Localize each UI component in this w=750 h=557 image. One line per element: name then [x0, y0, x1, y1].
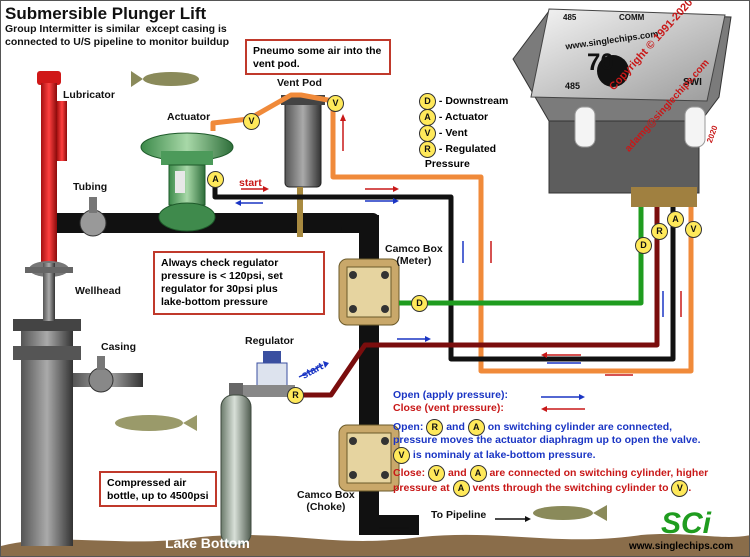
controller-box [512, 8, 732, 207]
actuator-valve [140, 132, 234, 232]
regulated-line-red [293, 207, 660, 398]
fish-decoration-3 [533, 505, 607, 521]
note-close-badge-v2: V [671, 480, 689, 497]
label-to-pipeline: To Pipeline [431, 509, 487, 521]
lubricator-pipe [41, 83, 57, 263]
port-badge-a-actuator: A [207, 171, 224, 188]
legend-badge-d: D [419, 93, 436, 110]
label-wellhead: Wellhead [75, 285, 121, 297]
note-open-and: and [446, 421, 465, 433]
page-title: Submersible Plunger Lift [5, 4, 207, 23]
outlet-pipe [359, 515, 419, 535]
label-lake-bottom: Lake Bottom [165, 535, 250, 551]
casing-flange [13, 346, 81, 360]
arrow-legend-open: Open (apply pressure): [393, 389, 508, 401]
lubricator-cap [37, 71, 61, 85]
note-open-badge-v: V [393, 447, 410, 464]
note-close-badge-a: A [469, 465, 487, 482]
sci-logo: SCi [661, 507, 712, 540]
flow-line-elbow [341, 213, 379, 233]
legend-badge-r: R [419, 141, 436, 158]
arrow-legend-close: Close (vent pressure): [393, 402, 504, 414]
actuator-line-black [212, 175, 676, 362]
compressed-air-bottle [220, 383, 252, 546]
flow-arrows [235, 114, 682, 531]
note-close-and: and [447, 467, 467, 479]
vent-pod [281, 95, 325, 237]
fish-decoration-2 [115, 415, 197, 431]
controller-485: 485 [565, 81, 581, 91]
note-open-prefix: Open: [393, 421, 424, 433]
legend-regulated: R - Regulated Pressure [419, 141, 496, 170]
note-close-badge-a2: A [452, 480, 470, 497]
tubing-valve-handle [89, 197, 97, 213]
legend-text-actuator: - Actuator [438, 111, 489, 123]
page-subtitle: Group Intermitter is similar except casi… [5, 23, 229, 48]
label-camco-meter: Camco Box (Meter) [385, 243, 443, 267]
label-actuator: Actuator [167, 111, 211, 123]
note-open-rest: on switching cylinder are connected, [487, 421, 673, 433]
port-badge-v-ventpod: V [327, 95, 344, 112]
legend-text-downstream: - Downstream [438, 95, 509, 107]
label-vent-pod: Vent Pod [277, 77, 322, 89]
legend-actuator: A - Actuator [419, 109, 488, 126]
note-close-end: . [688, 482, 692, 494]
label-lubricator: Lubricator [63, 89, 115, 101]
legend-text-vent: - Vent [438, 127, 468, 139]
lubricator-side-arm [57, 101, 67, 161]
casing-valve-handle [97, 356, 105, 370]
port-badge-v-actuator: V [243, 113, 260, 130]
legend-badge-v: V [419, 125, 436, 142]
label-casing: Casing [101, 341, 137, 353]
note-close-line2-a: pressure at [393, 482, 450, 494]
controller-485-top: 485 [563, 13, 577, 22]
port-badge-v-controller: V [685, 221, 702, 238]
tubing-valve-body [79, 209, 107, 237]
wellhead-cross [25, 267, 73, 273]
casing-valve-body [88, 367, 114, 393]
legend-badge-a: A [419, 109, 436, 126]
label-start-actuator: start [239, 177, 262, 189]
port-badge-d-controller: D [635, 237, 652, 254]
note-close-line2-b: vents through the switching cylinder to [472, 482, 669, 494]
controller-comm: COMM [619, 13, 645, 22]
legend-vent: V - Vent [419, 125, 468, 142]
pressure-regulator [237, 351, 295, 397]
callout-regulator-check: Always check regulator pressure is < 120… [153, 251, 325, 315]
callout-bottle: Compressed air bottle, up to 4500psi [99, 471, 217, 507]
port-badge-d-camco: D [411, 295, 428, 312]
camco-box-choke [338, 424, 400, 492]
note-close-prefix: Close: [393, 467, 426, 479]
camco-box-meter [338, 258, 400, 326]
wellhead-stem [43, 263, 55, 321]
label-camco-choke: Camco Box (Choke) [297, 489, 355, 513]
casing-flange-top [13, 319, 81, 331]
legend-downstream: D - Downstream [419, 93, 508, 110]
controller-model: 70 [587, 49, 614, 76]
note-open-line3: V is nominaly at lake-bottom pressure. [393, 447, 596, 464]
note-open-line3-text: is nominaly at lake-bottom pressure. [412, 449, 596, 461]
lake-bottom-ground [1, 534, 749, 556]
callout-pneumo: Pneumo some air into the vent pod. [245, 39, 391, 75]
note-open-line1: Open: R and A on switching cylinder are … [393, 419, 672, 436]
note-close-rest: are connected on switching cylinder, hig… [489, 467, 709, 479]
label-regulator: Regulator [245, 335, 295, 347]
note-close-badge-v: V [428, 465, 446, 482]
legend-text-regulated: - Regulated Pressure [424, 143, 497, 170]
port-badge-a-controller: A [667, 211, 684, 228]
label-tubing: Tubing [73, 181, 108, 193]
note-open-line2: pressure moves the actuator diaphragm up… [393, 434, 701, 446]
note-close-line1: Close: V and A are connected on switchin… [393, 465, 708, 482]
port-badge-r-regulator: R [287, 387, 304, 404]
controller-swi: SWI [683, 77, 702, 88]
footer-url: www.singlechips.com [629, 541, 734, 552]
note-close-line2: pressure at A vents through the switchin… [393, 480, 691, 497]
fish-decoration-1 [131, 71, 199, 87]
port-badge-r-controller: R [651, 223, 668, 240]
